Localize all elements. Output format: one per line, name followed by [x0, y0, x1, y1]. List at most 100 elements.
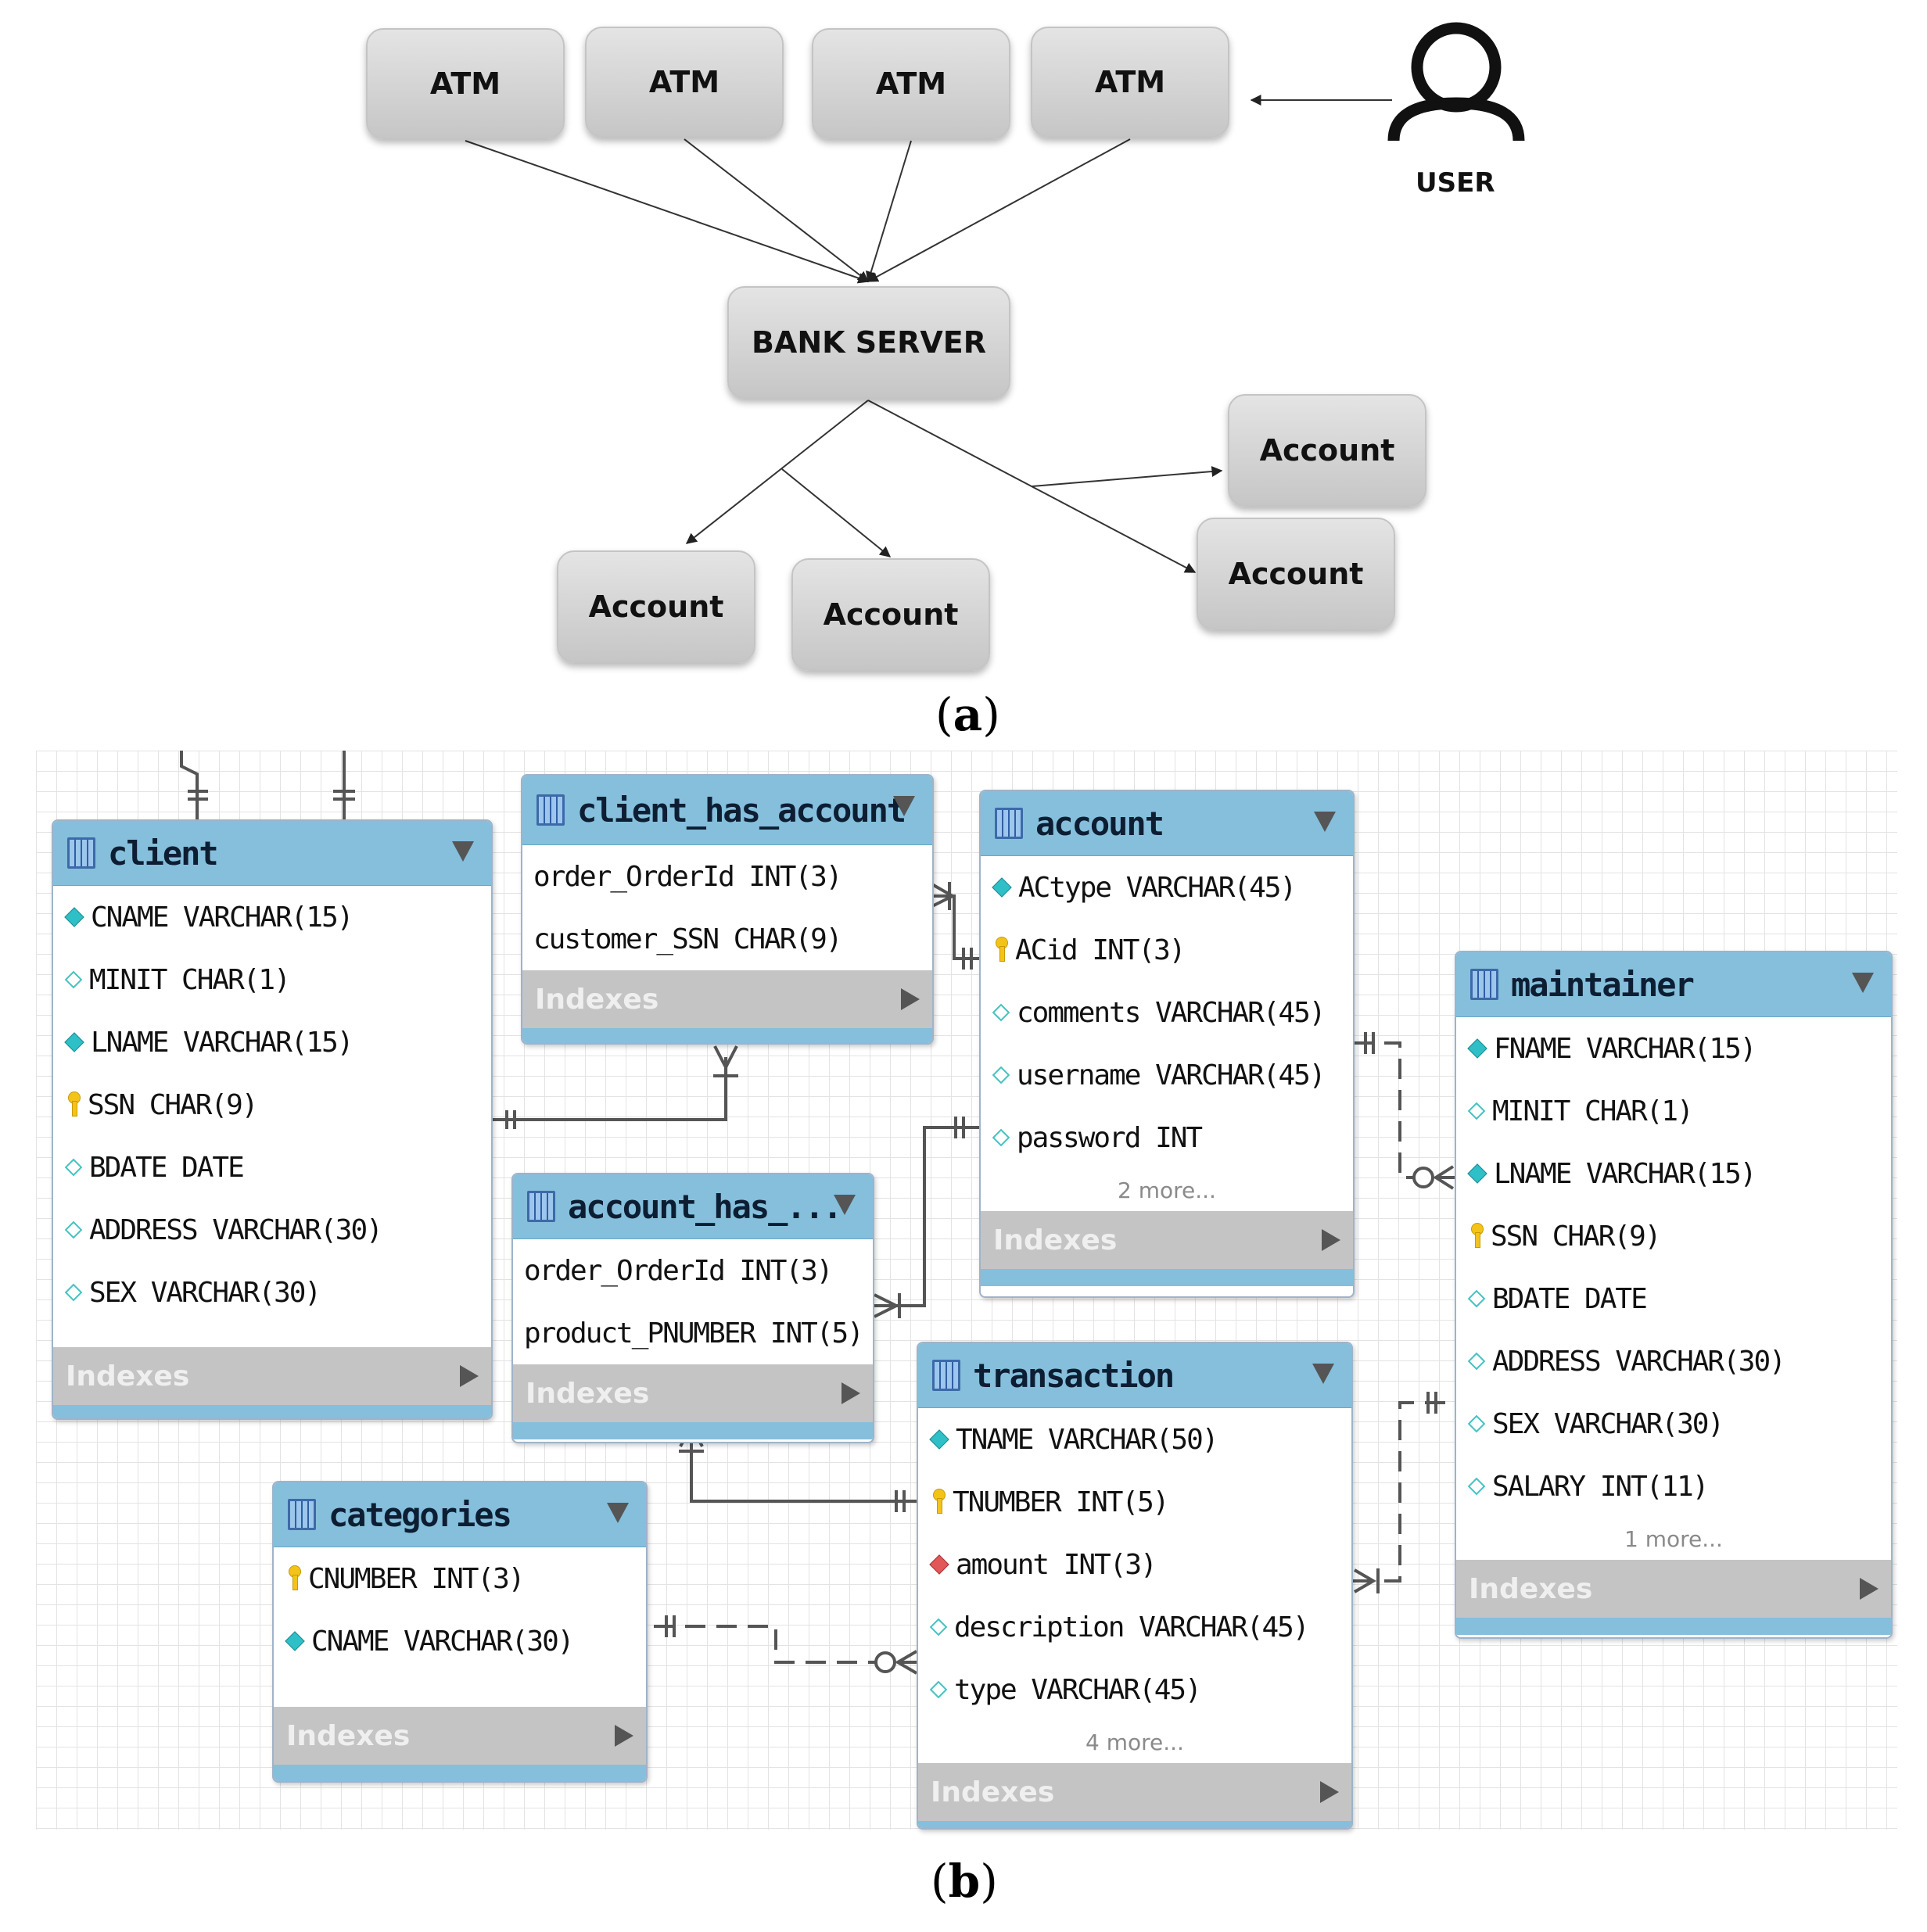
- column-row: BDATE DATE: [1456, 1267, 1891, 1330]
- table-footer: [981, 1269, 1353, 1286]
- column-row: SEX VARCHAR(30): [1456, 1393, 1891, 1455]
- column-text: comments VARCHAR(45): [1017, 996, 1326, 1029]
- open-diamond-icon: [929, 1680, 948, 1699]
- column-text: SALARY INT(11): [1492, 1470, 1709, 1503]
- table-header[interactable]: transaction: [918, 1343, 1351, 1408]
- expand-arrow-icon[interactable]: [901, 988, 920, 1010]
- column-row: LNAME VARCHAR(15): [53, 1011, 491, 1074]
- table-icon: [932, 1360, 960, 1391]
- column-row: ADDRESS VARCHAR(30): [1456, 1330, 1891, 1393]
- indexes-label: Indexes: [535, 983, 659, 1016]
- column-text: LNAME VARCHAR(15): [91, 1026, 353, 1059]
- account-label: Account: [1259, 433, 1395, 468]
- table-header[interactable]: categories: [274, 1482, 646, 1547]
- column-row: LNAME VARCHAR(15): [1456, 1142, 1891, 1205]
- rel-account-has-transaction: [690, 1432, 918, 1503]
- column-row: order_OrderId INT(3): [522, 845, 932, 908]
- more-columns-label[interactable]: 1 more...: [1624, 1525, 1723, 1552]
- primary-key-icon: [288, 1565, 301, 1592]
- table-title: account: [1035, 804, 1164, 843]
- column-row: SSN CHAR(9): [1456, 1205, 1891, 1267]
- indexes-bar[interactable]: Indexes: [522, 970, 932, 1028]
- table-title: transaction: [973, 1356, 1175, 1395]
- column-text: description VARCHAR(45): [954, 1611, 1309, 1643]
- table-header[interactable]: account_has_...: [513, 1174, 873, 1239]
- table-maintainer[interactable]: maintainer FNAME VARCHAR(15) MINIT CHAR(…: [1455, 951, 1893, 1639]
- collapse-arrow-icon[interactable]: [1314, 812, 1336, 832]
- collapse-arrow-icon[interactable]: [452, 841, 474, 862]
- table-account-has[interactable]: account_has_... order_OrderId INT(3) pro…: [511, 1173, 874, 1443]
- filled-diamond-icon: [64, 907, 84, 927]
- indexes-bar[interactable]: Indexes: [981, 1211, 1353, 1269]
- column-text: order_OrderId INT(3): [533, 860, 842, 893]
- user-label: USER: [1416, 167, 1495, 199]
- indexes-bar[interactable]: Indexes: [513, 1364, 873, 1422]
- table-footer: [513, 1422, 873, 1439]
- more-columns-label[interactable]: 2 more...: [1118, 1177, 1216, 1203]
- caption-a-letter: a: [953, 688, 983, 741]
- table-icon: [536, 794, 565, 826]
- column-row: CNAME VARCHAR(30): [274, 1610, 646, 1672]
- expand-arrow-icon[interactable]: [615, 1725, 633, 1747]
- expand-arrow-icon[interactable]: [1860, 1578, 1879, 1600]
- expand-arrow-icon[interactable]: [841, 1382, 860, 1404]
- column-row: ACid INT(3): [981, 919, 1353, 981]
- table-account[interactable]: account ACtype VARCHAR(45) ACid INT(3) c…: [979, 790, 1355, 1298]
- column-text: ACtype VARCHAR(45): [1018, 871, 1297, 904]
- indexes-label: Indexes: [1469, 1572, 1593, 1605]
- collapse-arrow-icon[interactable]: [607, 1503, 629, 1523]
- more-columns-label[interactable]: 4 more...: [1086, 1729, 1184, 1755]
- expand-arrow-icon[interactable]: [1320, 1781, 1339, 1803]
- caption-b: (b): [931, 1855, 998, 1908]
- account-node-1: Account: [557, 550, 755, 663]
- indexes-bar[interactable]: Indexes: [918, 1763, 1351, 1821]
- expand-arrow-icon[interactable]: [1322, 1229, 1340, 1251]
- bank-server-node: BANK SERVER: [727, 286, 1010, 399]
- column-text: ADDRESS VARCHAR(30): [89, 1213, 383, 1246]
- rel-categories-transaction: [654, 1625, 918, 1664]
- table-header[interactable]: client_has_account: [522, 776, 932, 845]
- collapse-arrow-icon[interactable]: [893, 796, 915, 816]
- table-client-has-account[interactable]: client_has_account order_OrderId INT(3) …: [521, 774, 934, 1045]
- table-header[interactable]: client: [53, 821, 491, 886]
- primary-key-icon: [995, 937, 1008, 963]
- column-row: MINIT CHAR(1): [53, 948, 491, 1011]
- open-diamond-icon: [992, 1128, 1010, 1147]
- filled-diamond-icon: [992, 877, 1012, 898]
- open-diamond-icon: [64, 1220, 83, 1239]
- column-row: SSN CHAR(9): [53, 1074, 491, 1136]
- column-row: CNAME VARCHAR(15): [53, 886, 491, 948]
- open-diamond-icon: [64, 1158, 83, 1177]
- red-diamond-icon: [929, 1554, 949, 1575]
- user-icon: [1387, 22, 1525, 142]
- table-client[interactable]: client CNAME VARCHAR(15) MINIT CHAR(1) L…: [52, 819, 493, 1420]
- table-header[interactable]: maintainer: [1456, 952, 1891, 1017]
- atm-node-4: ATM: [1031, 27, 1229, 138]
- column-row: amount INT(3): [918, 1533, 1351, 1596]
- open-diamond-icon: [1467, 1414, 1486, 1433]
- open-diamond-icon: [992, 1003, 1010, 1022]
- column-row: description VARCHAR(45): [918, 1596, 1351, 1658]
- account-node-2: Account: [791, 558, 990, 671]
- table-footer: [53, 1405, 491, 1418]
- atm-label: ATM: [1094, 65, 1166, 99]
- collapse-arrow-icon[interactable]: [834, 1195, 856, 1215]
- table-categories[interactable]: categories CNUMBER INT(3) CNAME VARCHAR(…: [272, 1481, 648, 1783]
- indexes-bar[interactable]: Indexes: [1456, 1560, 1891, 1618]
- indexes-bar[interactable]: Indexes: [274, 1707, 646, 1765]
- column-text: type VARCHAR(45): [954, 1673, 1202, 1706]
- collapse-arrow-icon[interactable]: [1312, 1364, 1334, 1384]
- expand-arrow-icon[interactable]: [460, 1365, 479, 1387]
- table-header[interactable]: account: [981, 791, 1353, 856]
- caption-a: (a): [935, 688, 1000, 741]
- table-icon: [995, 808, 1023, 839]
- table-transaction[interactable]: transaction TNAME VARCHAR(50) TNUMBER IN…: [917, 1342, 1353, 1830]
- atm-node-2: ATM: [585, 27, 784, 138]
- collapse-arrow-icon[interactable]: [1852, 973, 1874, 993]
- indexes-label: Indexes: [993, 1224, 1118, 1256]
- link-atm2-server: [684, 138, 870, 282]
- primary-key-icon: [67, 1091, 81, 1118]
- filled-diamond-icon: [929, 1429, 949, 1450]
- indexes-bar[interactable]: Indexes: [53, 1347, 491, 1405]
- link-server-account-1: [685, 400, 869, 544]
